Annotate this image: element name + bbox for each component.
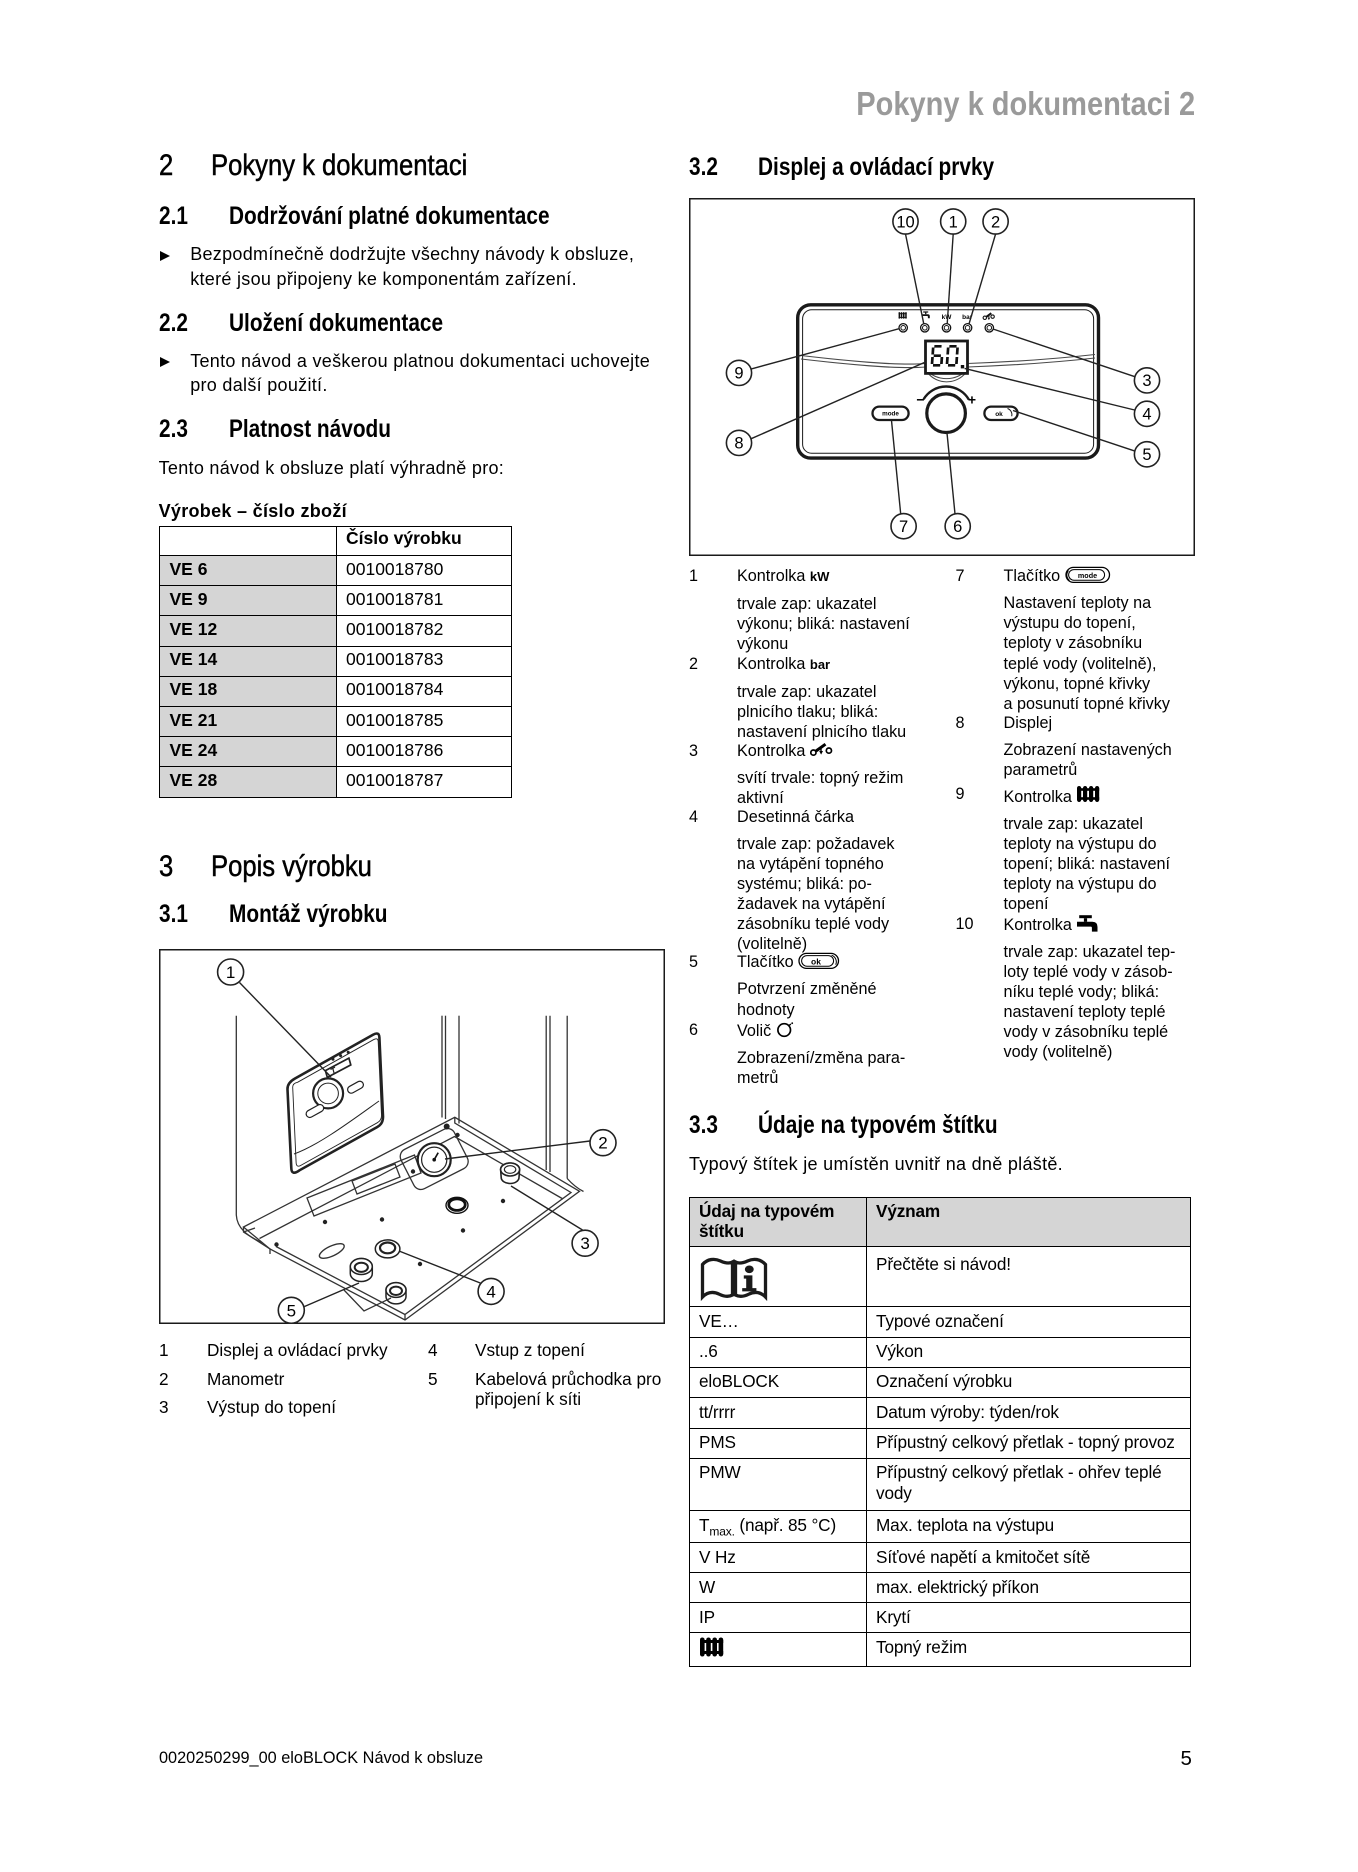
svg-text:bar: bar — [962, 314, 973, 321]
svg-text:6: 6 — [953, 518, 962, 536]
svg-text:ok: ok — [811, 957, 821, 967]
svg-text:10: 10 — [896, 213, 914, 231]
svg-text:4: 4 — [486, 1282, 495, 1301]
svg-text:3: 3 — [580, 1234, 589, 1253]
svg-text:4: 4 — [1142, 406, 1151, 424]
svg-text:1: 1 — [225, 963, 234, 982]
svg-text:5: 5 — [1142, 446, 1151, 464]
svg-text:kW: kW — [942, 314, 953, 321]
svg-text:mode: mode — [1078, 571, 1097, 580]
svg-text:−: − — [916, 392, 924, 408]
svg-text:ok: ok — [995, 411, 1003, 418]
svg-text:7: 7 — [899, 518, 908, 536]
svg-text:mode: mode — [882, 411, 899, 418]
svg-text:3: 3 — [1142, 372, 1151, 390]
svg-text:+: + — [968, 392, 976, 408]
svg-text:2: 2 — [991, 213, 1000, 231]
svg-text:2: 2 — [598, 1133, 607, 1152]
svg-text:8: 8 — [734, 435, 743, 453]
svg-text:5: 5 — [286, 1301, 295, 1320]
svg-text:9: 9 — [734, 365, 743, 383]
svg-text:1: 1 — [949, 213, 958, 231]
